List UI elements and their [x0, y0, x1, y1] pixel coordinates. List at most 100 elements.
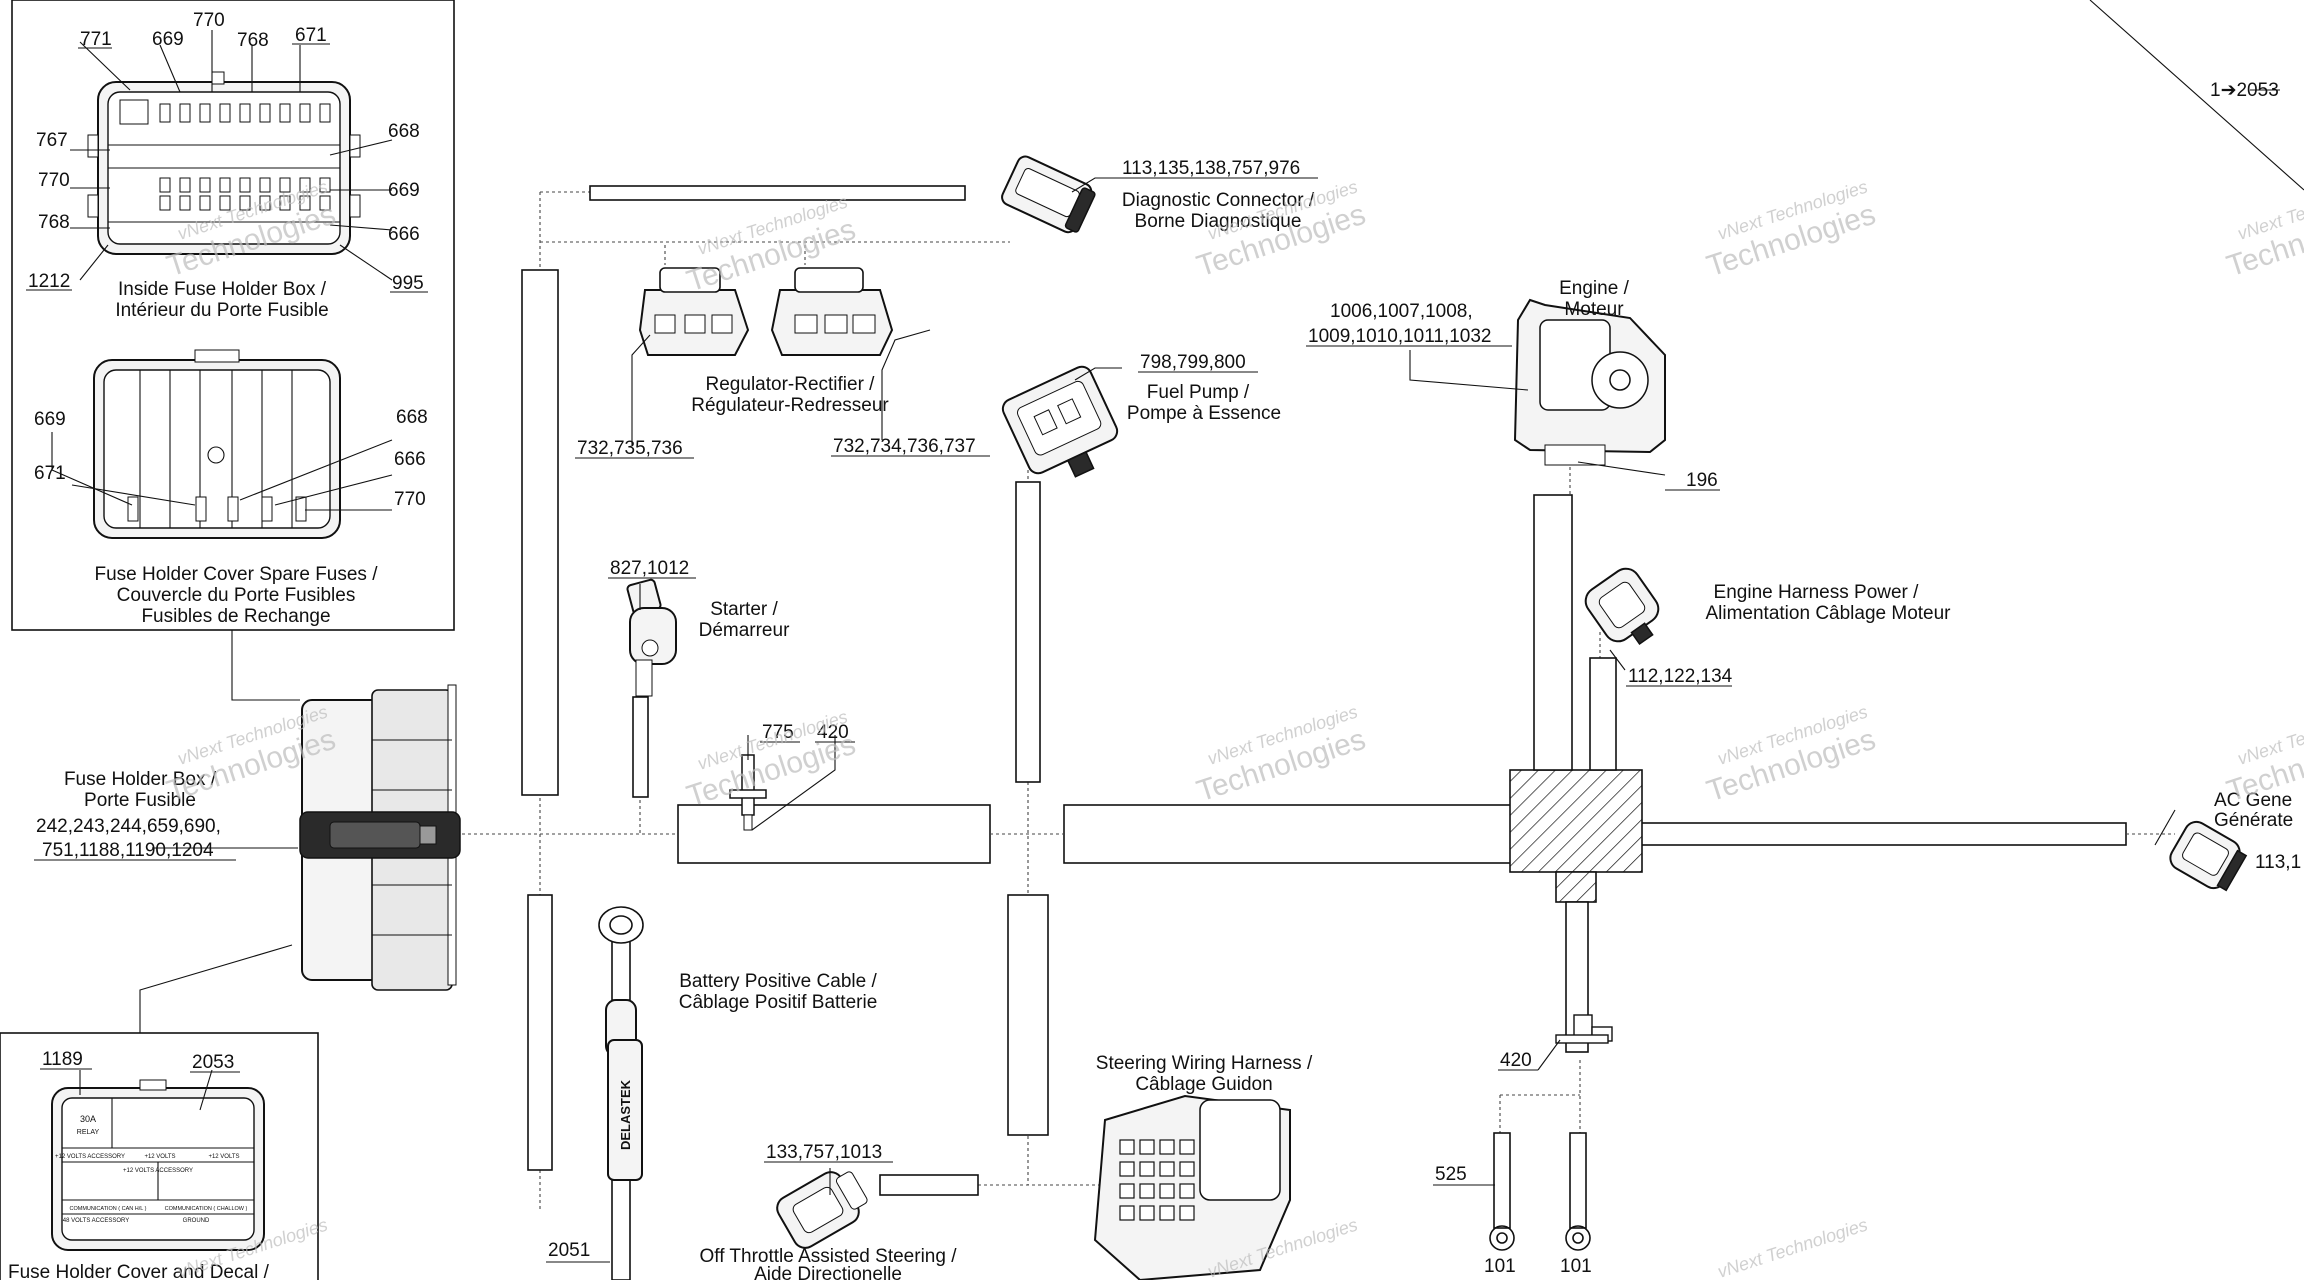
decal-ground: GROUND: [183, 1218, 210, 1224]
label-cover-spare-2: Couvercle du Porte Fusibles: [117, 585, 356, 606]
fuse-slot: [279, 103, 291, 123]
callout-420-bottom: 420: [1500, 1050, 1532, 1071]
inset-fuse-holder-frame: [11, 0, 455, 631]
callout-770-cover: 770: [394, 489, 426, 510]
callout-1189: 1189: [42, 1049, 83, 1070]
callout-101-b: 101: [1560, 1256, 1592, 1277]
callout-732b: 732,734,736,737: [833, 436, 976, 457]
engine-harness-power-connector: [1584, 567, 1660, 646]
callout-666-top: 666: [388, 224, 420, 245]
fuse-slot: [179, 177, 191, 193]
callout-668-cover: 668: [396, 407, 428, 428]
steering-wiring-harness-connector: [1093, 1094, 1291, 1280]
label-engine-2: Moteur: [1564, 299, 1624, 320]
fuse-slot: [239, 177, 251, 193]
callout-242-a: 242,243,244,659,690,: [36, 816, 221, 837]
callout-1006-a: 1006,1007,1008,: [1330, 301, 1473, 322]
callout-underlines: [26, 43, 1732, 1263]
component-labels: Inside Fuse Holder Box / Intérieur du Po…: [8, 190, 2293, 1280]
callout-768-mid: 768: [38, 212, 70, 233]
callout-669-cover: 669: [34, 409, 66, 430]
decal-relay: RELAY: [77, 1129, 100, 1136]
fuse-slot: [319, 177, 331, 193]
decal-accessory-row: +12 VOLTS ACCESSORY: [123, 1168, 193, 1174]
callout-671-top: 671: [295, 25, 327, 46]
callout-112: 112,122,134: [1628, 666, 1733, 687]
fuse-slot: [179, 103, 191, 123]
label-starter-1: Starter /: [710, 599, 778, 620]
callout-798: 798,799,800: [1140, 352, 1246, 373]
leader-cover-to-box: [139, 944, 293, 1033]
off-throttle-steering-connector: [776, 1171, 868, 1249]
callout-770-mid: 770: [38, 170, 70, 191]
callout-numbers: 771 669 770 768 671 767 668 770 669 768 …: [28, 10, 2301, 1277]
fuse-slot: [279, 195, 291, 211]
fuse-holder-cover-spare: [93, 349, 341, 539]
callout-101-a: 101: [1484, 1256, 1516, 1277]
callout-525: 525: [1435, 1164, 1467, 1185]
fuse-slot: [259, 103, 271, 123]
fuse-slot: [219, 177, 231, 193]
fuse-slot: [239, 103, 251, 123]
label-fuse-box-1: Fuse Holder Box /: [64, 769, 217, 790]
decal-30a: 30A: [80, 1114, 96, 1124]
callout-771: 771: [80, 29, 112, 50]
fuse-holder-box: [299, 684, 461, 991]
callout-1-to-2053: 1➔2053: [2210, 80, 2279, 101]
fuse-slot: [219, 195, 231, 211]
decal-accessory-12v: +12 VOLTS ACCESSORY: [55, 1154, 125, 1160]
harness: DELASTEK: [450, 185, 2175, 1280]
label-steer-1: Steering Wiring Harness /: [1096, 1053, 1313, 1074]
label-ots-2: Aide Directionelle: [754, 1264, 902, 1280]
label-batt-2: Câblage Positif Batterie: [679, 992, 878, 1013]
label-fuse-box-2: Porte Fusible: [84, 790, 196, 811]
label-steer-2: Câblage Guidon: [1135, 1074, 1272, 1095]
decal-48v: 48 VOLTS ACCESSORY: [63, 1218, 129, 1224]
regulator-connector-b: [770, 267, 894, 356]
label-reg-2: Régulateur-Redresseur: [691, 395, 889, 416]
label-cover-spare-1: Fuse Holder Cover Spare Fuses /: [94, 564, 378, 585]
callout-770-top: 770: [193, 10, 225, 31]
fuel-pump-connector: [1001, 365, 1119, 478]
callout-2053-cover: 2053: [192, 1052, 234, 1073]
label-pump-2: Pompe à Essence: [1127, 403, 1281, 424]
fuse-slot: [279, 177, 291, 193]
label-batt-1: Battery Positive Cable /: [679, 971, 877, 992]
fuse-slot: [159, 195, 171, 211]
callout-113-ac: 113,1: [2255, 852, 2301, 873]
fuse-slot: [259, 195, 271, 211]
fuse-slot: [219, 103, 231, 123]
fuse-slot: [319, 195, 331, 211]
label-pump-1: Fuel Pump /: [1147, 382, 1250, 403]
decal-comm-can: COMMUNICATION ( CAN H/L ): [70, 1206, 147, 1212]
fuse-slot: [259, 177, 271, 193]
leaders: [51, 0, 2304, 1263]
callout-768-top: 768: [237, 30, 269, 51]
fuse-slot: [199, 177, 211, 193]
callout-775: 775: [762, 722, 794, 743]
fuse-slot: [199, 103, 211, 123]
callout-827: 827,1012: [610, 558, 689, 579]
decal-12v-a: +12 VOLTS: [144, 1154, 175, 1160]
label-acgen-1: AC Gene: [2214, 790, 2292, 811]
label-diag-1: Diagnostic Connector /: [1122, 190, 1315, 211]
fuse-slot: [159, 177, 171, 193]
callout-995: 995: [392, 273, 424, 294]
starter-connector: [626, 578, 677, 697]
label-ots-1: Off Throttle Assisted Steering /: [700, 1246, 958, 1267]
fuse-slot: [319, 103, 331, 123]
fuse-slot: [179, 195, 191, 211]
diagnostic-connector: [1001, 155, 1096, 234]
callout-669-mid: 669: [388, 180, 420, 201]
label-ehp-2: Alimentation Câblage Moteur: [1705, 603, 1951, 624]
callout-2051: 2051: [548, 1240, 590, 1261]
label-ehp-1: Engine Harness Power /: [1714, 582, 1920, 603]
label-reg-1: Regulator-Rectifier /: [706, 374, 876, 395]
callout-diag: 113,135,138,757,976: [1122, 158, 1300, 179]
label-inside-fuse-2: Intérieur du Porte Fusible: [115, 300, 328, 321]
fuse-slot: [299, 195, 311, 211]
inside-fuse-holder-box: [87, 71, 361, 255]
label-diag-2: Borne Diagnostique: [1135, 211, 1302, 232]
label-engine-1: Engine /: [1559, 278, 1629, 299]
callout-668-top: 668: [388, 121, 420, 142]
